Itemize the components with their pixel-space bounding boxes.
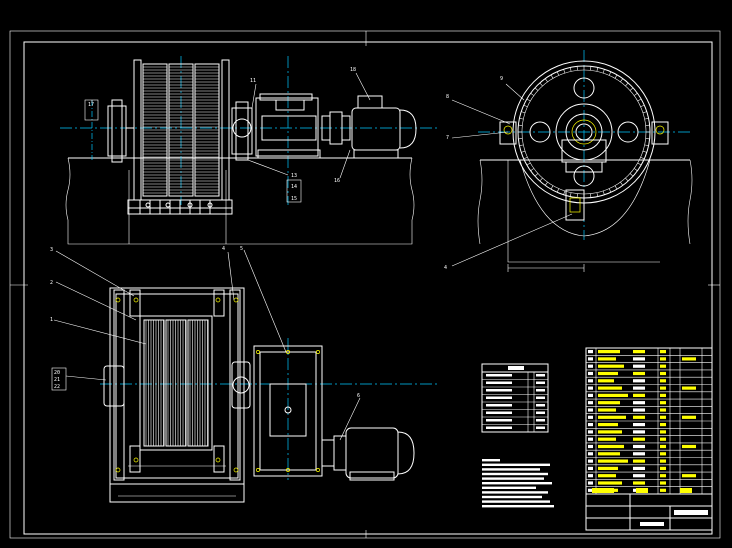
label-part-18: 18 — [350, 67, 356, 73]
label-part-17: 17 — [88, 102, 94, 108]
parts-list — [585, 347, 713, 495]
label-part-20: 20 — [54, 370, 60, 376]
label-part-14: 14 — [291, 184, 297, 190]
label-part-7: 7 — [446, 135, 449, 141]
label-part-4: 4 — [222, 246, 225, 252]
label-part-4-side: 4 — [444, 265, 447, 271]
label-part-2: 2 — [50, 280, 53, 286]
plan-view: 3 2 1 4 5 6 20 21 22 — [50, 246, 440, 503]
label-part-15: 15 — [291, 196, 297, 202]
label-part-9: 9 — [500, 76, 503, 82]
label-part-5: 5 — [240, 246, 243, 252]
label-part-21: 21 — [54, 377, 60, 383]
technical-notes — [482, 459, 554, 508]
inner-border — [23, 41, 713, 535]
label-part-22: 22 — [54, 384, 60, 390]
label-part-11: 11 — [250, 78, 256, 84]
label-part-1: 1 — [50, 317, 53, 323]
title-block — [585, 488, 713, 531]
front-view: 11 13 14 15 16 18 17 — [60, 56, 440, 245]
border-center-marks — [10, 31, 720, 538]
outer-border — [9, 30, 721, 539]
label-part-6: 6 — [357, 393, 360, 399]
side-view: 9 8 7 4 — [444, 50, 693, 272]
label-part-16: 16 — [334, 178, 340, 184]
label-part-13: 13 — [291, 173, 297, 179]
label-part-8: 8 — [446, 94, 449, 100]
technical-data-table — [481, 363, 549, 433]
label-part-3: 3 — [50, 247, 53, 253]
